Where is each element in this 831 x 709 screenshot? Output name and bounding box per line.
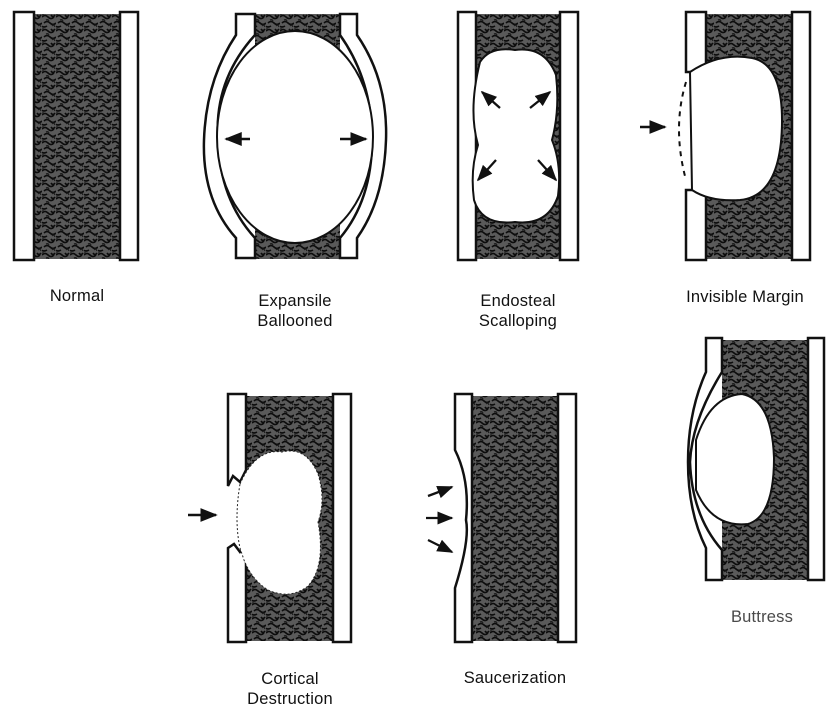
label-normal: Normal	[22, 286, 132, 306]
label-saucerization: Saucerization	[440, 668, 590, 688]
label-line: Saucerization	[440, 668, 590, 688]
buttress-bone-diagram	[688, 338, 824, 580]
cortex-left-upper	[228, 394, 246, 486]
cortex-right	[792, 12, 810, 260]
cortex-right	[120, 12, 138, 260]
label-expansile: Expansile Ballooned	[225, 291, 365, 331]
label-line: Buttress	[700, 607, 824, 627]
normal-bone-diagram	[14, 12, 138, 260]
marrow-cavity	[472, 396, 558, 641]
label-line: Ballooned	[225, 311, 365, 331]
label-line: Destruction	[220, 689, 360, 709]
label-line: Endosteal	[448, 291, 588, 311]
label-line: Invisible Margin	[660, 287, 830, 307]
cortex-right	[808, 338, 824, 580]
label-line: Normal	[22, 286, 132, 306]
cortex-left	[455, 394, 472, 642]
endosteal-bone-diagram	[458, 12, 578, 260]
lesion	[473, 49, 559, 222]
cortex-left-lower	[686, 190, 706, 260]
cortex-left	[14, 12, 34, 260]
lesion	[217, 31, 373, 243]
cortex-left	[686, 12, 706, 72]
label-line: Expansile	[225, 291, 365, 311]
invisible-margin-bone-diagram	[640, 12, 810, 260]
label-invisible-margin: Invisible Margin	[660, 287, 830, 307]
expansile-bone-diagram	[204, 14, 386, 259]
label-buttress: Buttress	[700, 607, 824, 627]
cortex-right	[333, 394, 351, 642]
cortical-destruction-bone-diagram	[188, 394, 351, 642]
cortex-right	[558, 394, 576, 642]
lesion	[696, 394, 774, 524]
label-line: Scalloping	[448, 311, 588, 331]
arrow-lower	[428, 540, 452, 552]
label-endosteal: Endosteal Scalloping	[448, 291, 588, 331]
invisible-margin-dashes	[679, 82, 686, 180]
saucerization-bone-diagram	[426, 394, 576, 642]
arrow-upper	[428, 487, 452, 496]
label-cortical-destruction: Cortical Destruction	[220, 669, 360, 709]
cortex-right	[560, 12, 578, 260]
lesion	[690, 57, 782, 201]
cortex-left-lower	[228, 544, 246, 642]
marrow-cavity	[34, 14, 120, 259]
label-line: Cortical	[220, 669, 360, 689]
cortex-left	[458, 12, 476, 260]
